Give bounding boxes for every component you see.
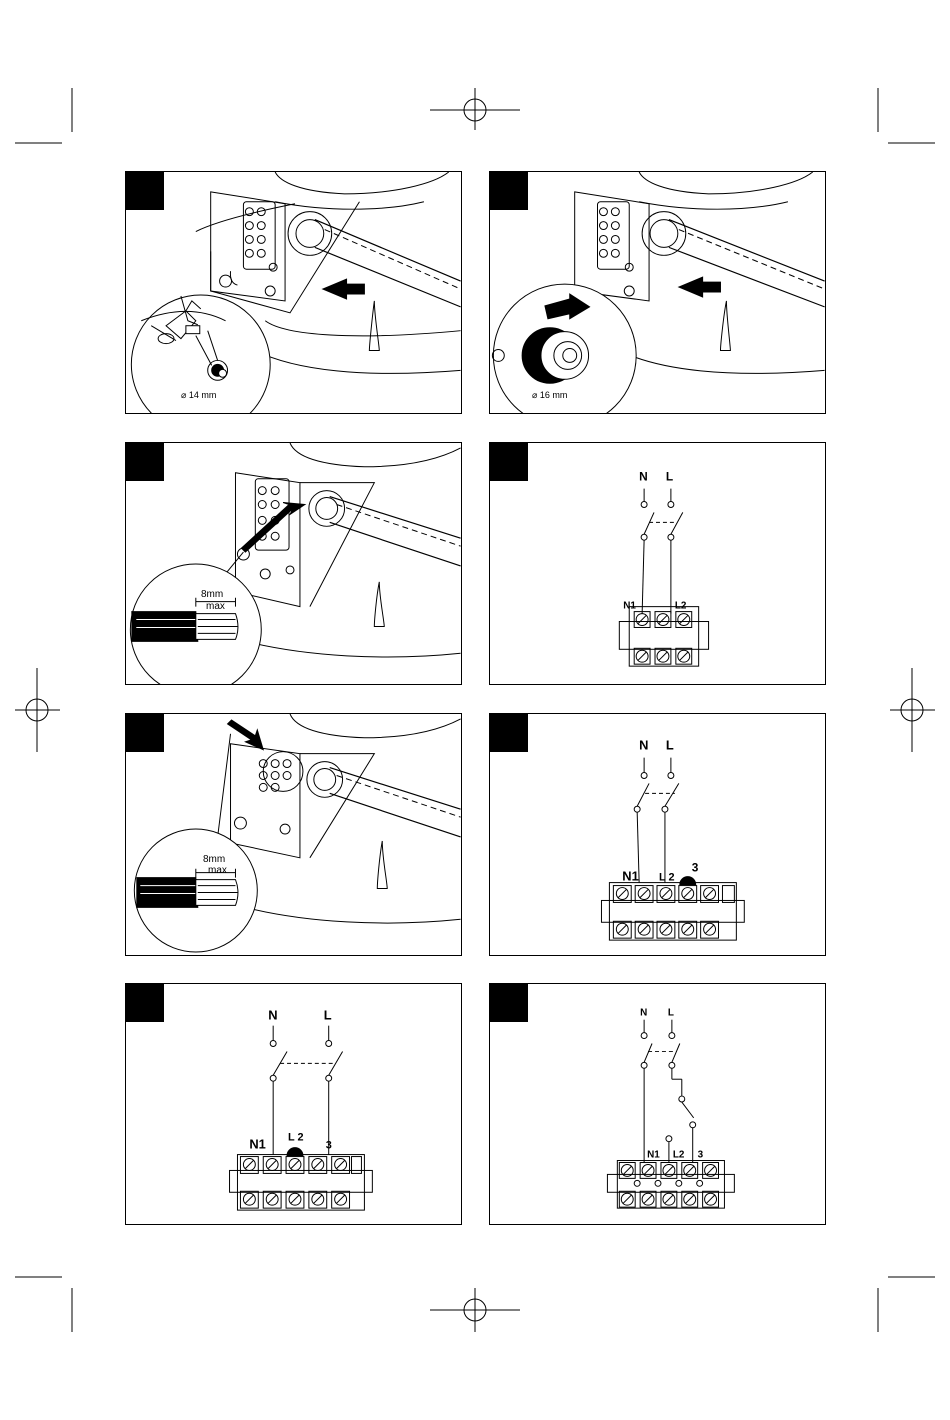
strip-qualifier-label: max — [206, 601, 225, 612]
magnifier-circle — [130, 564, 261, 684]
label-l: L — [668, 1008, 674, 1019]
label-l: L — [666, 738, 674, 753]
strip-length-label: 8mm — [203, 854, 225, 865]
arrow-icon — [228, 720, 264, 750]
step-number-box — [490, 984, 528, 1022]
label-n1: N1 — [647, 1150, 660, 1161]
label-3: 3 — [698, 1150, 704, 1161]
panel-6-wiring-5-terminals: N L N1 L 2 3 — [489, 713, 826, 956]
dimension-label: ⌀ 14 mm — [181, 390, 216, 401]
panel-5-strip-wire-alt: 8mm max — [125, 713, 462, 956]
terminal-block — [607, 1161, 734, 1209]
step-number-box — [126, 984, 164, 1022]
label-n: N — [639, 470, 648, 484]
label-l2: L2 — [673, 1150, 685, 1161]
step-number-box — [490, 714, 528, 752]
step-number-box — [126, 172, 164, 210]
arrow-icon — [323, 279, 365, 299]
terminal-block — [601, 877, 744, 940]
strip-qualifier-label: max — [208, 865, 227, 876]
label-n: N — [268, 1008, 277, 1023]
label-l: L — [324, 1008, 332, 1023]
label-l2: L 2 — [288, 1132, 304, 1144]
panel-7-wiring-5-terminals-n1-3: N L N1 L 2 3 — [125, 983, 462, 1225]
panel-2-cable-entry-16mm: ⌀ 16 mm — [489, 171, 826, 414]
panel-1-cable-entry-14mm: ⌀ 14 mm — [125, 171, 462, 414]
label-n: N — [639, 738, 648, 753]
panel-3-strip-wire: 8mm max — [125, 442, 462, 685]
panel-4-wiring-2-terminals: N L N1 L2 — [489, 442, 826, 685]
label-n1: N1 — [622, 869, 638, 884]
switch-contact — [634, 758, 679, 813]
switch-contact — [641, 489, 683, 541]
label-l: L — [666, 470, 673, 484]
label-n: N — [640, 1008, 647, 1019]
panel-8-wiring-with-timer-switch: N L N1 L2 3 — [489, 983, 826, 1225]
label-l2: L2 — [675, 601, 687, 612]
terminal-block — [230, 1148, 373, 1210]
strip-length-label: 8mm — [201, 589, 223, 600]
dimension-label: ⌀ 16 mm — [532, 390, 567, 401]
step-number-box — [490, 172, 528, 210]
terminal-block — [619, 607, 708, 667]
magnifier-circle — [134, 829, 257, 952]
label-3: 3 — [326, 1140, 332, 1152]
label-l2: L 2 — [659, 872, 675, 884]
terminal-block — [597, 202, 629, 269]
step-number-box — [126, 714, 164, 752]
step-number-box — [490, 443, 528, 481]
arrow-icon — [679, 277, 721, 297]
arrow-icon — [241, 503, 304, 553]
label-n1: N1 — [623, 601, 636, 612]
label-n1: N1 — [249, 1137, 265, 1152]
step-number-box — [126, 443, 164, 481]
switch-contact — [270, 1026, 342, 1082]
switch-contact — [641, 1020, 696, 1128]
label-3: 3 — [692, 861, 699, 875]
